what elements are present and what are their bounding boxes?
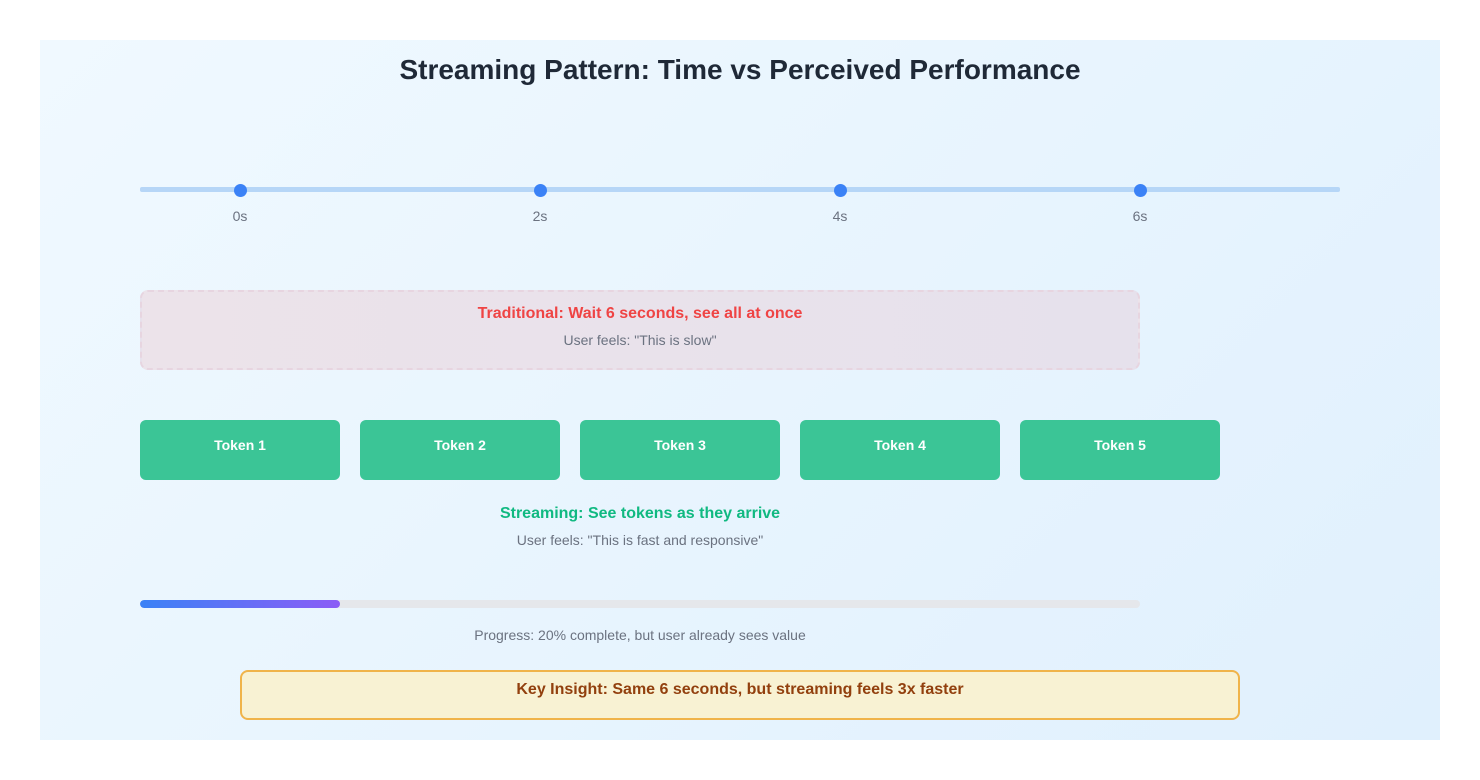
streaming-subtitle: User feels: "This is fast and responsive…	[516, 532, 764, 548]
progress-label: Progress: 20% complete, but user already…	[474, 627, 806, 643]
token-1: Token 1	[140, 420, 340, 480]
streaming-heading: Streaming: See tokens as they arrive	[499, 505, 781, 522]
timeline-label-0s: 0s	[232, 208, 248, 224]
traditional-heading: Traditional: Wait 6 seconds, see all at …	[477, 305, 803, 322]
progress-bar	[140, 600, 1140, 608]
key-insight-text: Key Insight: Same 6 seconds, but streami…	[516, 681, 964, 698]
timeline-label-6s: 6s	[1132, 208, 1148, 224]
traditional-subtitle: User feels: "This is slow"	[563, 332, 717, 348]
timeline-dot-2	[834, 184, 847, 197]
timeline-label-4s: 4s	[832, 208, 848, 224]
timeline-dot-1	[534, 184, 547, 197]
key-insight-box	[240, 670, 1240, 720]
timeline-dot-0	[234, 184, 247, 197]
traditional-box	[140, 290, 1140, 370]
progress-bar-fill	[140, 600, 340, 608]
token-4: Token 4	[800, 420, 1000, 480]
timeline-label-2s: 2s	[532, 208, 548, 224]
diagram-panel	[40, 40, 1440, 740]
timeline-axis	[140, 187, 1340, 192]
page-title: Streaming Pattern: Time vs Perceived Per…	[399, 54, 1081, 85]
token-2: Token 2	[360, 420, 560, 480]
token-5: Token 5	[1020, 420, 1220, 480]
timeline-dot-3	[1134, 184, 1147, 197]
token-3: Token 3	[580, 420, 780, 480]
